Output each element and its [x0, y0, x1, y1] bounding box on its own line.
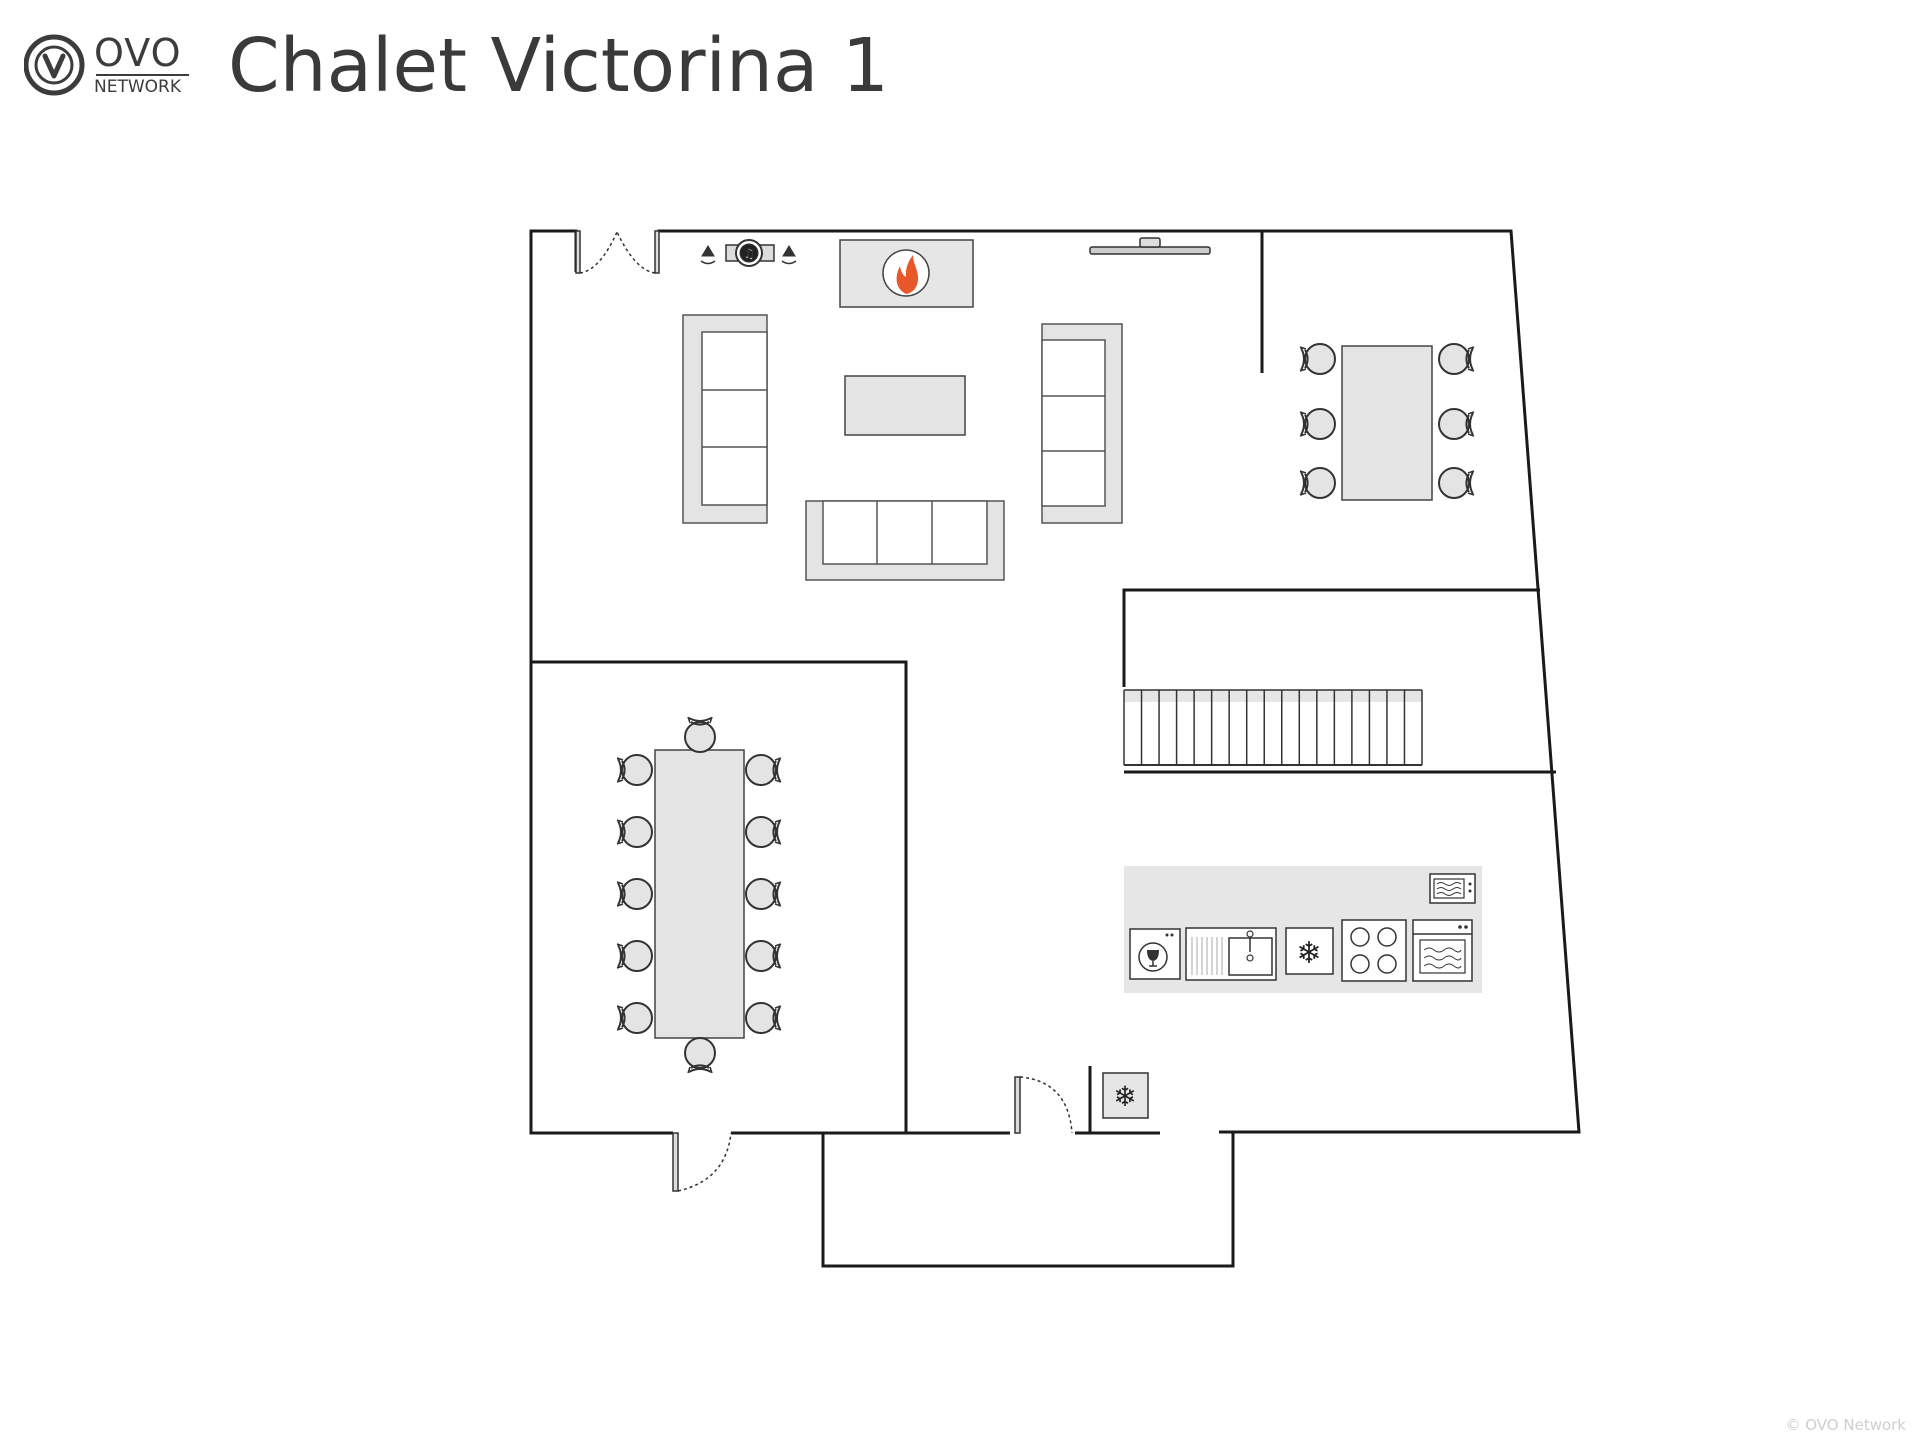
- hob-icon: [1341, 919, 1407, 982]
- logo-divider: [96, 74, 189, 76]
- chair-icon: [1438, 467, 1475, 499]
- logo-name: OVO: [94, 31, 182, 75]
- svg-text:♫: ♫: [743, 247, 755, 262]
- tv: [1089, 237, 1211, 255]
- ovo-v-logo-icon: [24, 34, 85, 96]
- page-title: Chalet Victorina 1: [228, 23, 889, 109]
- chair-icon: [1299, 343, 1336, 375]
- chair-icon: [1438, 343, 1475, 375]
- staircase: [1123, 689, 1423, 766]
- chair-icon: [616, 754, 653, 786]
- sofa-left: [682, 314, 768, 524]
- ovo-network-logo: OVO NETWORK: [24, 32, 194, 100]
- chair-icon: [616, 940, 653, 972]
- header: OVO NETWORK Chalet Victorina 1: [0, 0, 1920, 130]
- microwave-icon: [1429, 873, 1476, 904]
- chair-icon: [745, 1002, 782, 1034]
- interior-walls: [531, 231, 1556, 1133]
- door-entrance[interactable]: [1014, 1076, 1073, 1134]
- chair-icon: [1299, 408, 1336, 440]
- chair-icon: [745, 878, 782, 910]
- chair-icon: [1299, 467, 1336, 499]
- chair-icon: [1438, 408, 1475, 440]
- logo-subtitle: NETWORK: [94, 77, 181, 97]
- kitchen-counter: ❄: [1124, 866, 1482, 993]
- sofa-bottom: [805, 500, 1005, 581]
- svg-text:❄: ❄: [1296, 936, 1321, 971]
- sofa-right: [1041, 323, 1123, 524]
- flame-icon: [896, 255, 919, 294]
- fireplace: [839, 239, 974, 308]
- chair-icon: [616, 878, 653, 910]
- door-top[interactable]: [575, 230, 660, 274]
- chair-icon: [684, 716, 716, 753]
- dining-table-small: [1299, 343, 1475, 501]
- sound-system-icon: ♫: [700, 239, 797, 267]
- fridge-icon: ❄: [1285, 927, 1334, 975]
- oven-icon: [1412, 919, 1473, 982]
- sink-icon: [1185, 927, 1277, 981]
- chair-icon: [616, 1002, 653, 1034]
- chair-icon: [616, 816, 653, 848]
- freezer-icon: ❄: [1102, 1072, 1149, 1119]
- chair-icon: [745, 816, 782, 848]
- coffee-table: [844, 375, 966, 436]
- chair-icon: [745, 754, 782, 786]
- dishwasher-icon: [1129, 928, 1181, 980]
- svg-text:❄: ❄: [1113, 1080, 1136, 1113]
- copyright-notice: © OVO Network: [1785, 1416, 1906, 1434]
- chair-icon: [684, 1037, 716, 1074]
- chair-icon: [745, 940, 782, 972]
- dining-table-large: [616, 716, 782, 1074]
- door-bottom-left[interactable]: [672, 1132, 732, 1192]
